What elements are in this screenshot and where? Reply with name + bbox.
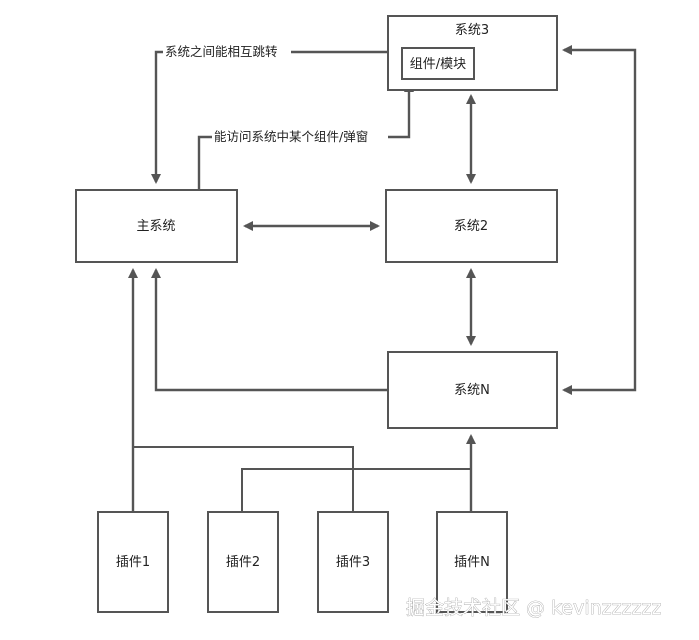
node-plugin3: 插件3 — [317, 511, 389, 613]
node-main-system: 主系统 — [75, 189, 238, 263]
node-system2-label: 系统2 — [454, 219, 488, 234]
node-plugin1: 插件1 — [97, 511, 169, 613]
node-module-label: 组件/模块 — [410, 57, 466, 72]
node-systemN: 系统N — [387, 351, 558, 429]
node-pluginN-label: 插件N — [454, 555, 490, 570]
node-system3-label: 系统3 — [455, 23, 489, 38]
node-system3: 系统3 组件/模块 — [387, 15, 558, 91]
edge-system3-to-main-jump — [151, 50, 388, 184]
edge-label-jump: 系统之间能相互跳转 — [165, 44, 278, 59]
node-plugin1-label: 插件1 — [116, 555, 150, 570]
node-plugin3-label: 插件3 — [336, 555, 370, 570]
watermark: 掘金技术社区 @ kevinzzzzzz — [406, 597, 662, 619]
edge-system3-systemN-loop — [562, 45, 637, 395]
node-system2: 系统2 — [385, 189, 558, 263]
node-pluginN: 插件N — [436, 511, 508, 613]
edge-label-access: 能访问系统中某个组件/弹窗 — [214, 129, 368, 144]
edge-plugin3-to-main — [133, 446, 354, 512]
edge-systemN-to-main — [151, 268, 388, 392]
node-systemN-label: 系统N — [454, 383, 490, 398]
node-plugin2: 插件2 — [207, 511, 279, 613]
node-main-system-label: 主系统 — [136, 219, 175, 234]
edge-plugin2-to-systemN — [241, 468, 471, 512]
node-module — [401, 47, 475, 80]
node-plugin2-label: 插件2 — [226, 555, 260, 570]
